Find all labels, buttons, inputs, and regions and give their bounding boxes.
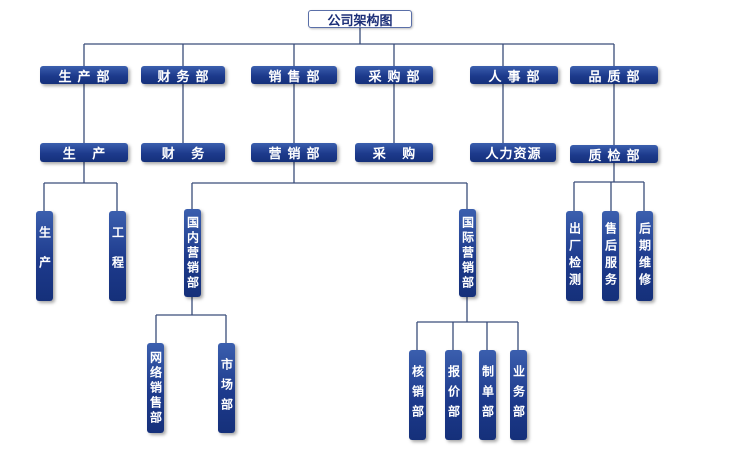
unit-online-sales: 网络销售部 xyxy=(147,343,164,433)
dept-finance: 财务部 xyxy=(141,66,225,85)
sub-human-resources: 人力资源 xyxy=(470,143,556,162)
unit-documentation: 制单部 xyxy=(479,350,496,440)
dept-sales: 销售部 xyxy=(251,66,337,85)
unit-quotation: 报价部 xyxy=(445,350,462,440)
unit-after-sales-service: 售后服务 xyxy=(602,211,619,301)
unit-production: 生产 xyxy=(36,211,53,301)
sub-marketing: 营销部 xyxy=(251,143,337,162)
root-node: 公司架构图 xyxy=(308,10,412,29)
unit-market: 市场部 xyxy=(218,343,235,433)
sub-finance: 财 务 xyxy=(141,143,225,162)
unit-maintenance: 后期维修 xyxy=(636,211,653,301)
dept-quality: 品质部 xyxy=(570,66,658,85)
unit-business: 业务部 xyxy=(510,350,527,440)
dept-production: 生产部 xyxy=(40,66,128,85)
sub-purchasing: 采 购 xyxy=(355,143,433,162)
unit-international-marketing: 国际营销部 xyxy=(459,209,476,297)
sub-production: 生 产 xyxy=(40,143,128,162)
unit-verification: 核销部 xyxy=(409,350,426,440)
unit-factory-inspection: 出厂检测 xyxy=(566,211,583,301)
unit-domestic-marketing: 国内营销部 xyxy=(184,209,201,297)
unit-engineering: 工程 xyxy=(109,211,126,301)
sub-quality-inspection: 质检部 xyxy=(570,145,658,164)
dept-hr: 人事部 xyxy=(470,66,558,85)
dept-purchasing: 采购部 xyxy=(355,66,433,85)
